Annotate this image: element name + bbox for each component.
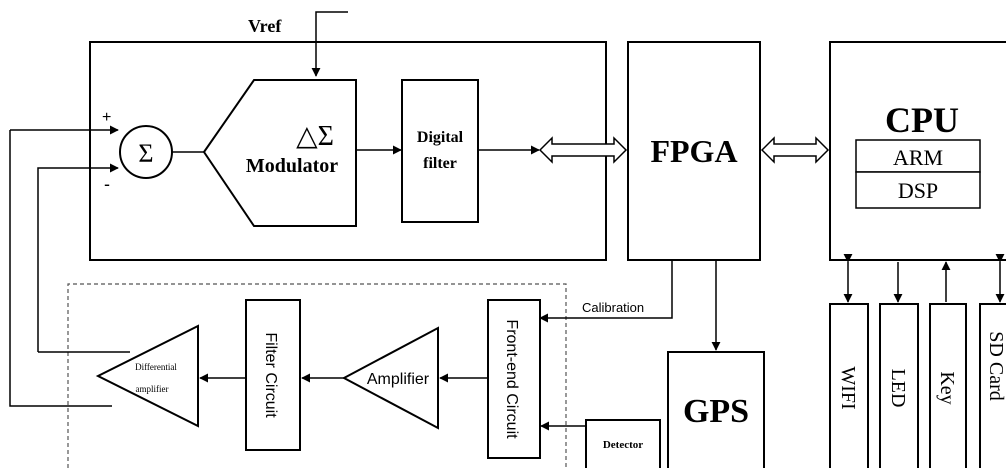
dsp-block (855, 171, 981, 209)
front-end-circuit-label: Front-end Circuit (503, 319, 520, 439)
dsp-label: DSP (898, 178, 938, 203)
wifi-block (829, 303, 869, 468)
calibration-wire (539, 260, 673, 323)
wifi-label: WIFI (837, 366, 859, 409)
cpu-label: CPU (885, 100, 959, 140)
key-block (929, 303, 967, 468)
detector-label: Detector (603, 439, 643, 451)
digital-filter-label-2: filter (423, 155, 457, 172)
gps-block (667, 351, 765, 468)
led-block (879, 303, 919, 468)
calibration-label: Calibration (582, 300, 644, 315)
fpga-cpu-double-arrow (760, 136, 830, 164)
sd-card-label: SD Card (985, 331, 1006, 400)
minus-sign: - (104, 174, 110, 194)
plus-sign: + (102, 109, 111, 126)
sd-card-block (979, 303, 1006, 468)
key-label: Key (936, 371, 958, 404)
gps-label: GPS (683, 393, 749, 430)
vref-label: Vref (248, 16, 282, 36)
diff-amp-label-1: Differential (135, 362, 177, 372)
filter-circuit-label: Filter Circuit (262, 332, 279, 418)
adc-fpga-double-arrow (538, 136, 628, 164)
amplifier-label: Amplifier (367, 371, 430, 388)
digital-filter-label-1: Digital (417, 129, 464, 146)
digital-filter-block (401, 79, 479, 223)
filter-circuit-block (245, 299, 301, 451)
led-label: LED (887, 369, 909, 408)
fpga-label: FPGA (650, 133, 737, 169)
sigma-symbol: Σ (138, 139, 153, 168)
fpga-block (627, 41, 761, 261)
analog-frontend-region (67, 283, 567, 468)
arm-block (855, 139, 981, 173)
modulator-block (202, 79, 357, 227)
arm-label: ARM (893, 145, 943, 170)
diffamp-input-wire (9, 130, 112, 407)
differential-amplifier-block (95, 324, 199, 428)
modulator-symbol: △Σ (296, 121, 334, 152)
front-end-circuit-block (487, 299, 541, 459)
modulator-label: Modulator (246, 155, 338, 177)
input-minus-wire (37, 163, 119, 352)
vref-wire (311, 11, 348, 77)
amplifier-block (341, 326, 439, 430)
diff-amp-label-2: amplifier (136, 384, 169, 394)
detector-block (585, 419, 661, 468)
